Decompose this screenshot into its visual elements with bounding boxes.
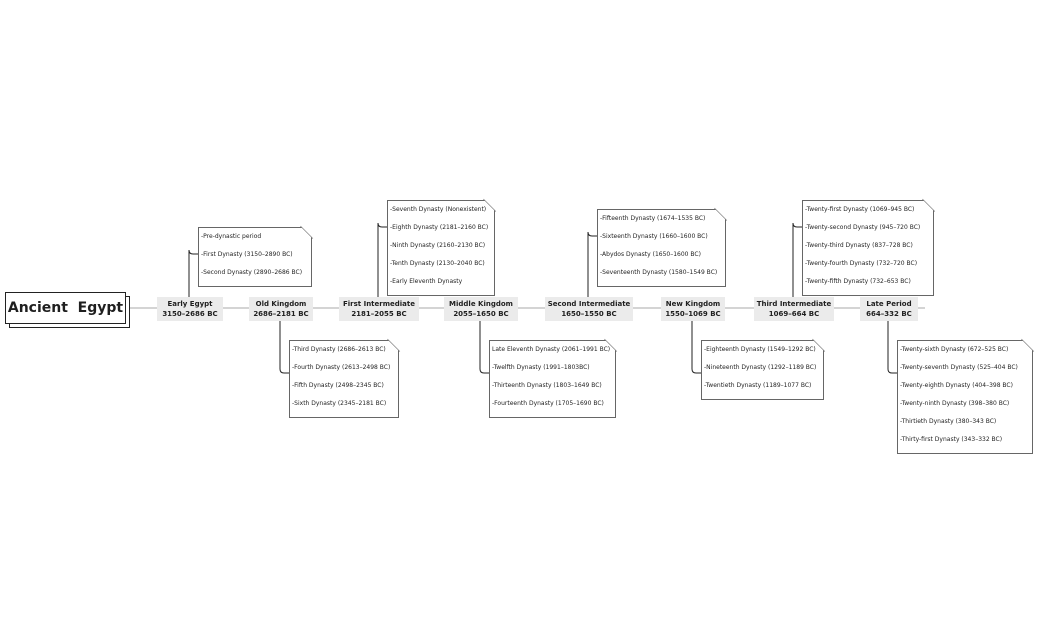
period-name: Middle Kingdom [449,300,513,308]
period-node[interactable]: Late Period 664–332 BC [860,297,918,321]
period-note-connector [479,321,489,374]
dynasty-item: -Abydos Dynasty (1650–1600 BC) [600,251,701,258]
period-dates: 2181–2055 BC [351,310,407,318]
dynasty-note[interactable]: -Twenty-sixth Dynasty (672–525 BC) -Twent… [897,340,1033,454]
period-note-connector [691,321,701,374]
dynasty-item: -Eighteenth Dynasty (1549–1292 BC) [704,346,816,353]
dynasty-item: Late Eleventh Dynasty (2061–1991 BC) [492,346,611,353]
dynasty-note[interactable]: Late Eleventh Dynasty (2061–1991 BC) -Twe… [489,340,616,418]
period-dates: 3150–2686 BC [162,310,218,318]
dynasty-note[interactable]: -Eighteenth Dynasty (1549–1292 BC) -Ninet… [701,340,824,400]
period-name: Old Kingdom [255,300,307,308]
dynasty-item: -Sixteenth Dynasty (1660–1600 BC) [600,233,708,240]
period-node[interactable]: New Kingdom 1550–1069 BC [661,297,725,321]
dynasty-item: -Twenty-fifth Dynasty (732–653 BC) [805,278,911,285]
period-note-connector [188,249,198,297]
dynasty-item: -Twenty-eighth Dynasty (404–398 BC) [900,382,1013,389]
period-note-connector [377,222,387,297]
period-name: First Intermediate [343,300,415,308]
dynasty-item: -Twenty-seventh Dynasty (525–404 BC) [900,364,1018,371]
dynasty-item: -Third Dynasty (2686–2613 BC) [292,346,386,353]
dynasty-item: -Twenty-third Dynasty (837–728 BC) [805,242,913,249]
dynasty-item: -Fourth Dynasty (2613–2498 BC) [292,364,391,371]
dynasty-item: -Fifth Dynasty (2498–2345 BC) [292,382,384,389]
dynasty-note[interactable]: -Third Dynasty (2686–2613 BC) -Fourth Dyn… [289,340,399,418]
dynasty-item: -Early Eleventh Dynasty [390,278,463,285]
dynasty-item: -Fourteenth Dynasty (1705–1690 BC) [492,400,604,407]
period-note-connector [792,222,802,297]
dynasty-item: -Second Dynasty (2890–2686 BC) [201,269,303,276]
dynasty-item: -Sixth Dynasty (2345–2181 BC) [292,400,387,407]
period-node[interactable]: First Intermediate 2181–2055 BC [339,297,419,321]
period-name: Second Intermediate [547,300,631,308]
period-node[interactable]: Second Intermediate 1650–1550 BC [545,297,633,321]
dynasty-item: -Ninth Dynasty (2160–2130 BC) [390,242,486,249]
period-dates: 1650–1550 BC [561,310,617,318]
period-node[interactable]: Early Egypt 3150–2686 BC [157,297,223,321]
dynasty-item: -Twenty-first Dynasty (1069–945 BC) [805,206,915,213]
dynasty-item: -Eighth Dynasty (2181–2160 BC) [390,224,489,231]
dynasty-item: -Seventeenth Dynasty (1580–1549 BC) [600,269,718,276]
dynasty-item: -Twelfth Dynasty (1991–1803BC) [492,364,590,371]
period-name: New Kingdom [665,300,721,308]
period-name: Third Intermediate [756,300,832,308]
period-node[interactable]: Middle Kingdom 2055–1650 BC [444,297,518,321]
root-node[interactable]: Ancient Egypt [5,292,126,324]
dynasty-note[interactable]: -Seventh Dynasty (Nonexistent) -Eighth Dy… [387,200,495,296]
dynasty-item: -Nineteenth Dynasty (1292–1189 BC) [704,364,817,371]
dynasty-note[interactable]: -Fifteenth Dynasty (1674–1535 BC) -Sixtee… [597,209,726,287]
period-note-connector [887,321,897,374]
period-dates: 1069–664 BC [768,310,820,318]
period-dates: 1550–1069 BC [665,310,721,318]
dynasty-item: -Fifteenth Dynasty (1674–1535 BC) [600,215,706,222]
period-note-connector [279,321,289,374]
dynasty-item: -Twenty-sixth Dynasty (672–525 BC) [900,346,1009,353]
dynasty-item: -Twenty-fourth Dynasty (732–720 BC) [805,260,918,267]
period-dates: 664–332 BC [866,310,912,318]
period-dates: 2055–1650 BC [453,310,509,318]
period-name: Early Egypt [167,300,213,308]
period-name: Late Period [866,300,912,308]
dynasty-note[interactable]: -Pre-dynastic period -First Dynasty (3150… [198,227,312,287]
dynasty-item: -Thirty-first Dynasty (343–332 BC) [900,436,1003,443]
dynasty-item: -First Dynasty (3150–2890 BC) [201,251,293,258]
dynasty-item: -Thirteenth Dynasty (1803–1649 BC) [492,382,602,389]
dynasty-item: -Tenth Dynasty (2130–2040 BC) [390,260,485,267]
dynasty-item: -Pre-dynastic period [201,233,262,240]
dynasty-item: -Seventh Dynasty (Nonexistent) [390,206,487,213]
period-dates: 2686–2181 BC [253,310,309,318]
dynasty-item: -Twentieth Dynasty (1189–1077 BC) [704,382,812,389]
dynasty-item: -Thirtieth Dynasty (380–343 BC) [900,418,997,425]
dynasty-item: -Twenty-ninth Dynasty (398–380 BC) [900,400,1010,407]
period-node[interactable]: Old Kingdom 2686–2181 BC [249,297,313,321]
period-note-connector [587,231,597,297]
period-node[interactable]: Third Intermediate 1069–664 BC [754,297,834,321]
dynasty-item: -Twenty-second Dynasty (945–720 BC) [805,224,921,231]
dynasty-note[interactable]: -Twenty-first Dynasty (1069–945 BC) -Twen… [802,200,934,296]
